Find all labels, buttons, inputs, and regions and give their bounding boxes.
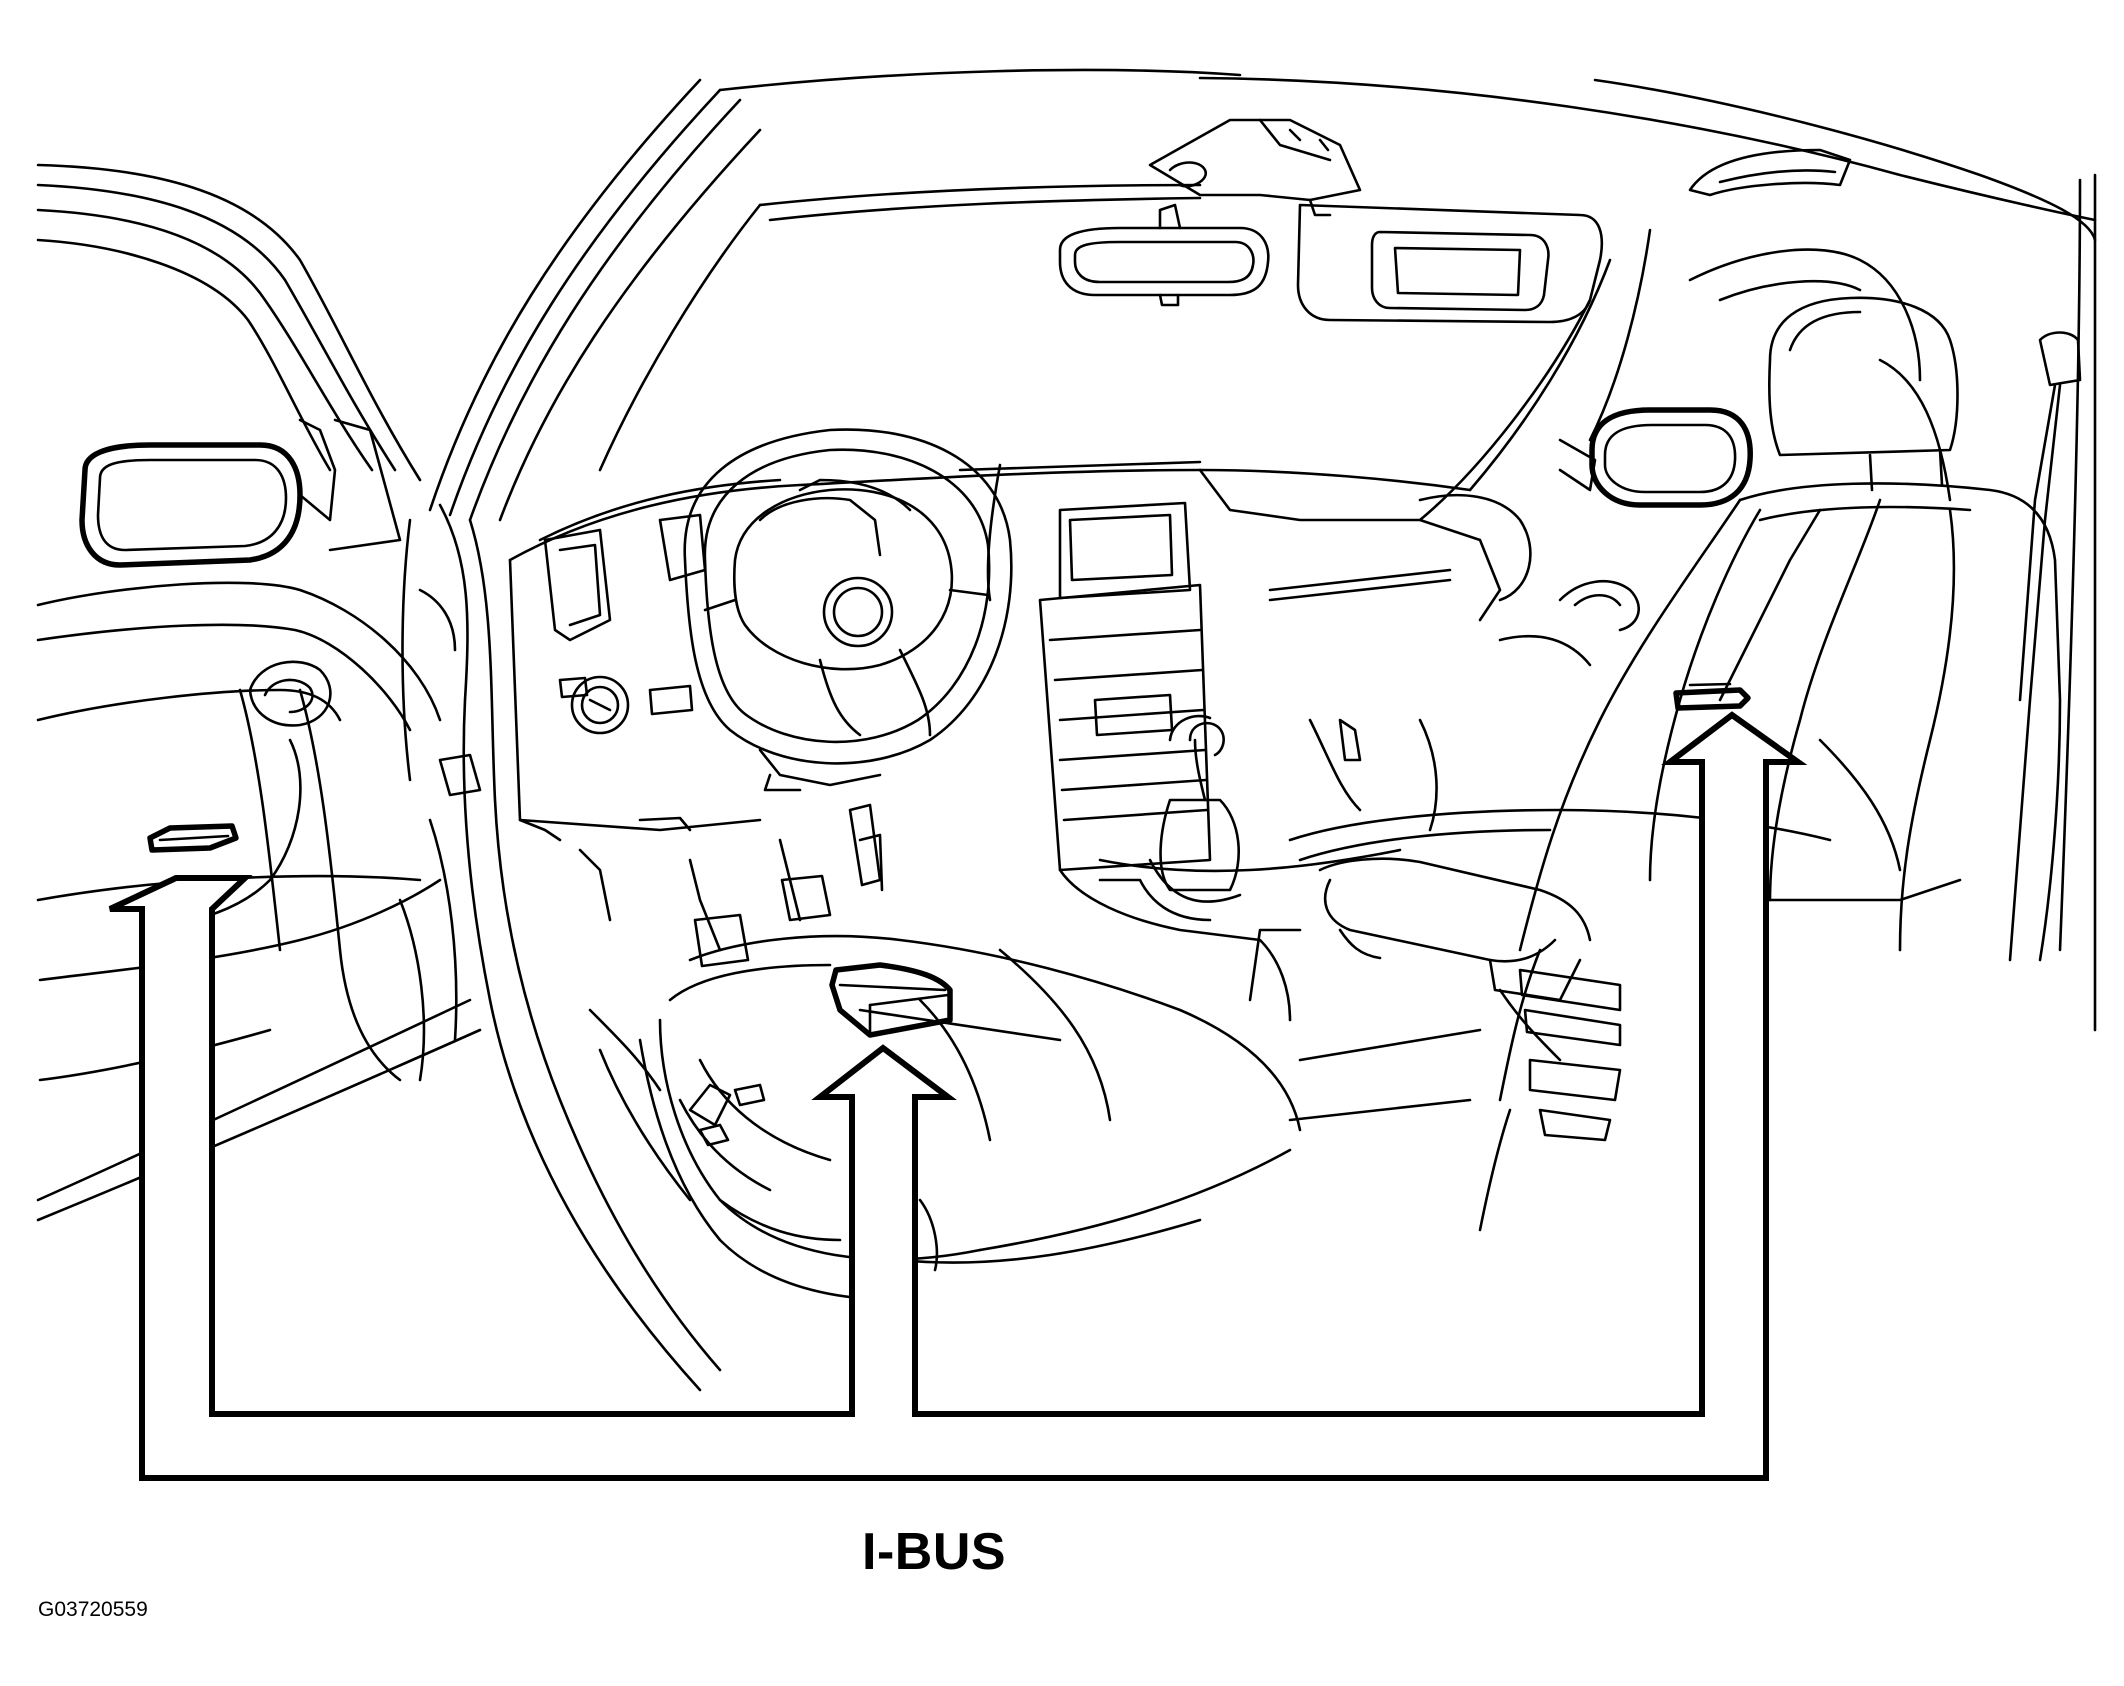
i-bus-connection-arrows [108,711,1808,1481]
left-front-door [36,163,482,1222]
right-front-door [1688,248,2082,962]
pedals [578,803,884,968]
left-side-mirror [79,418,402,568]
passenger-seat [1288,296,2062,1232]
i-bus-arrows [108,711,1808,1481]
overhead-console [1058,118,1604,324]
bus-label: I-BUS [862,1523,1007,1581]
driver-seat [638,934,1302,1302]
floor-sill [588,1008,1482,1272]
figure-id: G03720559 [38,1598,148,1621]
roof-headliner [718,68,2097,1032]
windshield [598,203,1652,522]
dashboard [508,460,1640,873]
center-console [1058,857,1622,1142]
right-side-mirror [1558,407,1753,508]
steering-wheel [683,428,1013,792]
a-pillar [401,78,762,1392]
gear-shifter [1098,714,1242,922]
